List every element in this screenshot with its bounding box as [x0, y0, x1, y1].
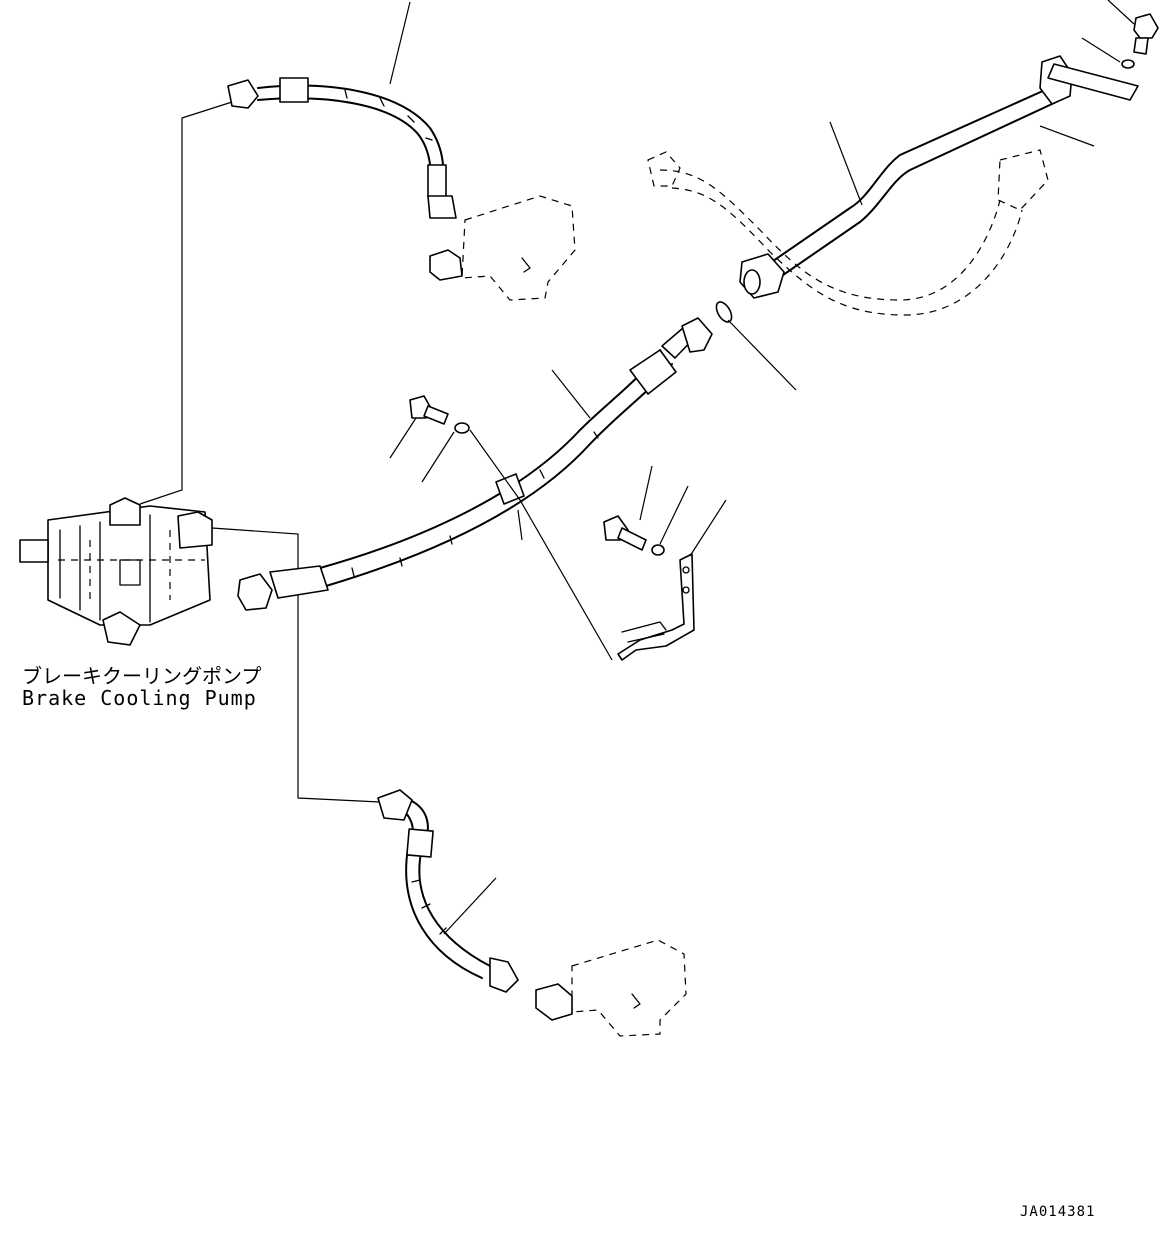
leader-upper-plate — [1039, 125, 1095, 147]
leader-pump-top — [139, 101, 233, 505]
lower-brake-valve — [535, 939, 687, 1037]
pump-label-english: Brake Cooling Pump — [22, 686, 257, 710]
leader-upper-left-hose — [389, 1, 411, 85]
upper-left-hose — [227, 77, 457, 219]
leader-bracket-washer — [659, 485, 689, 545]
pump-label-japanese: ブレーキクーリングポンプ — [22, 664, 262, 688]
leader-clamp-washer — [421, 431, 455, 483]
leader-pump-bottom — [211, 527, 381, 803]
upper-right-dashed-hose — [647, 149, 1049, 316]
upper-left-brake-valve — [429, 195, 576, 301]
leader-clamp-to-bracket — [469, 429, 613, 661]
bracket — [617, 553, 695, 661]
bracket-bolt — [603, 515, 665, 556]
leader-bracket — [689, 499, 727, 557]
brake-cooling-pump — [19, 497, 213, 646]
leader-lower-hose — [443, 877, 497, 935]
leader-clamp — [517, 509, 523, 541]
o-ring — [715, 301, 733, 323]
upper-right-pipe — [739, 55, 1139, 299]
main-hose — [237, 317, 713, 611]
leader-main-hose — [551, 369, 591, 419]
leader-upper-right-pipe — [829, 121, 863, 206]
lower-hose — [377, 789, 519, 993]
upper-right-bolt — [1121, 13, 1159, 69]
leader-top-washer — [1081, 37, 1121, 63]
drawing-number: JA014381 — [1020, 1204, 1096, 1220]
leader-clamp-bolt — [389, 417, 417, 459]
clamp-bolt — [409, 395, 470, 434]
leader-o-ring — [727, 319, 797, 391]
leader-top-bolt — [1107, 0, 1135, 25]
leader-bracket-bolt — [639, 465, 653, 521]
